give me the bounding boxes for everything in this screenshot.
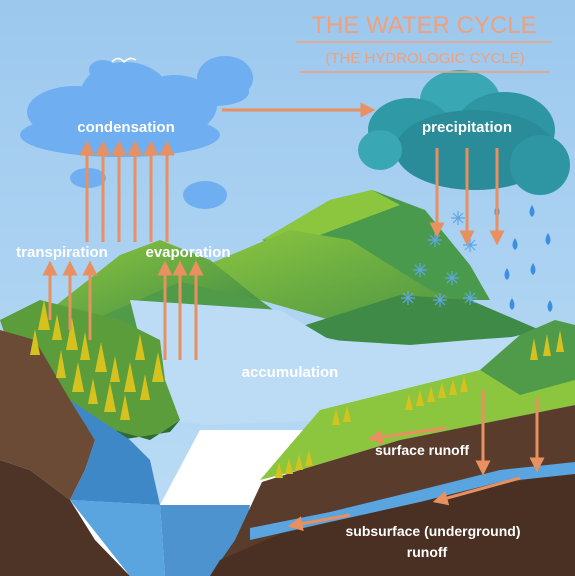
- left-cliff: [0, 330, 95, 500]
- snowflake-icons: [401, 211, 477, 307]
- front-water: [70, 500, 165, 576]
- underground-water: [250, 462, 575, 540]
- label-subsurface-runoff-2: runoff: [407, 544, 448, 560]
- label-accumulation: accumulation: [242, 364, 339, 381]
- precipitation-cloud: [358, 70, 570, 195]
- forest-trees: [30, 300, 164, 420]
- subsurface-runoff-arrow: [287, 513, 351, 532]
- subsurface-runoff-arrow: [432, 476, 521, 506]
- label-condensation: condensation: [77, 119, 175, 136]
- left-edge-water: [70, 400, 160, 505]
- mountain-right-front: [290, 295, 540, 345]
- left-cliff-lower: [0, 460, 130, 576]
- label-surface-runoff: surface runoff: [375, 442, 469, 458]
- bird-icon: [111, 57, 137, 64]
- label-precipitation: precipitation: [422, 119, 512, 136]
- right-trees: [275, 330, 564, 478]
- label-transpiration: transpiration: [16, 244, 108, 261]
- right-ridge: [480, 320, 575, 395]
- diagram-title: THE WATER CYCLE: [311, 12, 536, 39]
- forest-island: [0, 300, 180, 440]
- surface-runoff-arrow: [367, 426, 446, 445]
- label-evaporation: evaporation: [145, 244, 230, 261]
- diagram-subtitle: (THE HYDROLOGIC CYCLE): [325, 50, 524, 67]
- label-subsurface-runoff-1: subsurface (underground): [345, 523, 520, 539]
- right-soil-dark: [210, 470, 575, 576]
- mountain-back-light: [262, 190, 400, 240]
- process-arrows: [42, 102, 545, 532]
